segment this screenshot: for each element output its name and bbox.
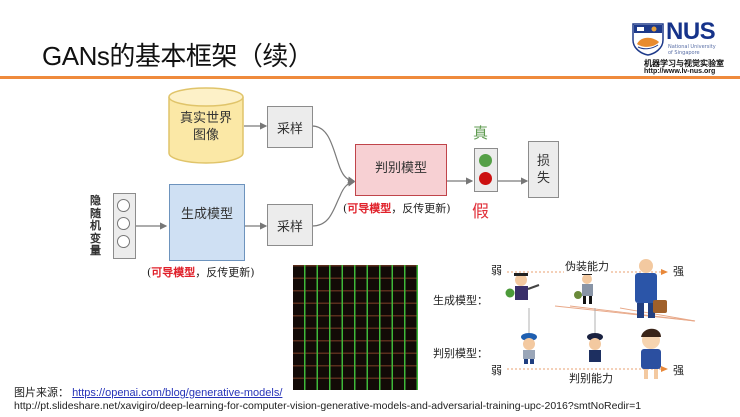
police-medium-icon [587, 333, 603, 362]
nus-shield-icon [632, 23, 664, 56]
latent-char: 随 [90, 206, 101, 220]
generator-row-label: 生成模型： [433, 294, 488, 307]
sample-box-generated: 采样 [267, 204, 313, 246]
police-weak-icon [521, 333, 537, 364]
lab-url: http://www.lv-nus.org [644, 68, 716, 75]
nus-subtitle-line1: National University [668, 44, 716, 50]
top-axis-label: 伪装能力 [564, 258, 610, 274]
latent-char: 隐 [90, 194, 101, 207]
source-link-openai[interactable]: https://openai.com/blog/generative-model… [72, 387, 283, 399]
discriminator-note-highlight: 可导模型 [347, 202, 392, 215]
latent-char: 量 [90, 244, 101, 257]
nus-subtitle-line2: of Singapore [668, 50, 700, 56]
green-light-icon [479, 154, 492, 167]
bottom-axis-label: 判别能力 [568, 370, 614, 386]
nus-wordmark: NUS [666, 18, 716, 45]
bottom-axis-strong: 强 [673, 364, 684, 377]
latent-variable-label: 隐 随 机 变 量 [90, 194, 104, 258]
generator-note-rest: ，反传更新 [195, 266, 251, 279]
lab-name: 机器学习与视觉实验室 [644, 59, 724, 68]
generated-samples-image [293, 265, 418, 390]
real-label: 真 [473, 124, 489, 142]
sample-label-real: 采样 [276, 121, 303, 137]
generator-note-highlight: 可导模型 [151, 266, 196, 279]
sample-label-generated: 采样 [276, 219, 303, 235]
generator-label: 生成模型 [180, 207, 233, 222]
latent-char: 机 [90, 219, 101, 232]
sample-box-real: 采样 [267, 106, 313, 148]
nus-subtitle: National University of Singapore [668, 44, 716, 56]
image-source: 图片来源： https://openai.com/blog/generative… [14, 384, 282, 400]
cartoon-arrows [505, 259, 696, 379]
discriminator-row-label: 判别模型： [433, 347, 488, 360]
bottom-axis-weak: 弱 [491, 364, 502, 377]
real-images-database: 真实世界 图像 [168, 87, 244, 165]
title-divider [0, 76, 740, 79]
discriminator-note-rest: ，反传更新 [391, 202, 447, 215]
source-link-slideshare[interactable]: http://pt.slideshare.net/xavigiro/deep-l… [14, 400, 642, 412]
latent-node-icon [117, 235, 130, 248]
cartoon-analogy: 弱 伪装能力 强 生成模型： 判别模型： 弱 判别能力 强 [425, 258, 740, 386]
latent-node-icon [117, 217, 130, 230]
thief-medium-icon [574, 272, 593, 304]
top-axis-weak: 弱 [491, 264, 502, 277]
generator-model-box: 生成模型 [169, 184, 245, 261]
discriminator-label: 判别模型 [374, 161, 427, 176]
real-images-line2: 图像 [192, 128, 219, 143]
fake-label: 假 [472, 202, 489, 222]
thief-weak-icon [505, 273, 540, 300]
generator-note: (可导模型，反传更新) [147, 266, 255, 279]
red-light-icon [479, 172, 492, 185]
database-icon [168, 87, 244, 164]
slide-title: GANs的基本框架（续） [42, 41, 314, 71]
loss-box: 损 失 [528, 141, 559, 198]
nus-logo: NUS National University of Singapore 机器学… [632, 18, 736, 76]
top-axis-strong: 强 [673, 265, 684, 278]
loss-line1: 损 [536, 153, 550, 169]
latent-node-icon [117, 199, 130, 212]
discriminator-note: (可导模型，反传更新) [343, 202, 451, 215]
real-images-line1: 真实世界 [179, 111, 232, 126]
source-prefix: 图片来源： [14, 387, 69, 399]
detective-strong-icon [641, 328, 661, 379]
latent-char: 变 [90, 231, 101, 245]
loss-line2: 失 [536, 170, 550, 186]
discriminator-model-box: 判别模型 [355, 144, 447, 196]
businessman-strong-icon [635, 259, 667, 318]
